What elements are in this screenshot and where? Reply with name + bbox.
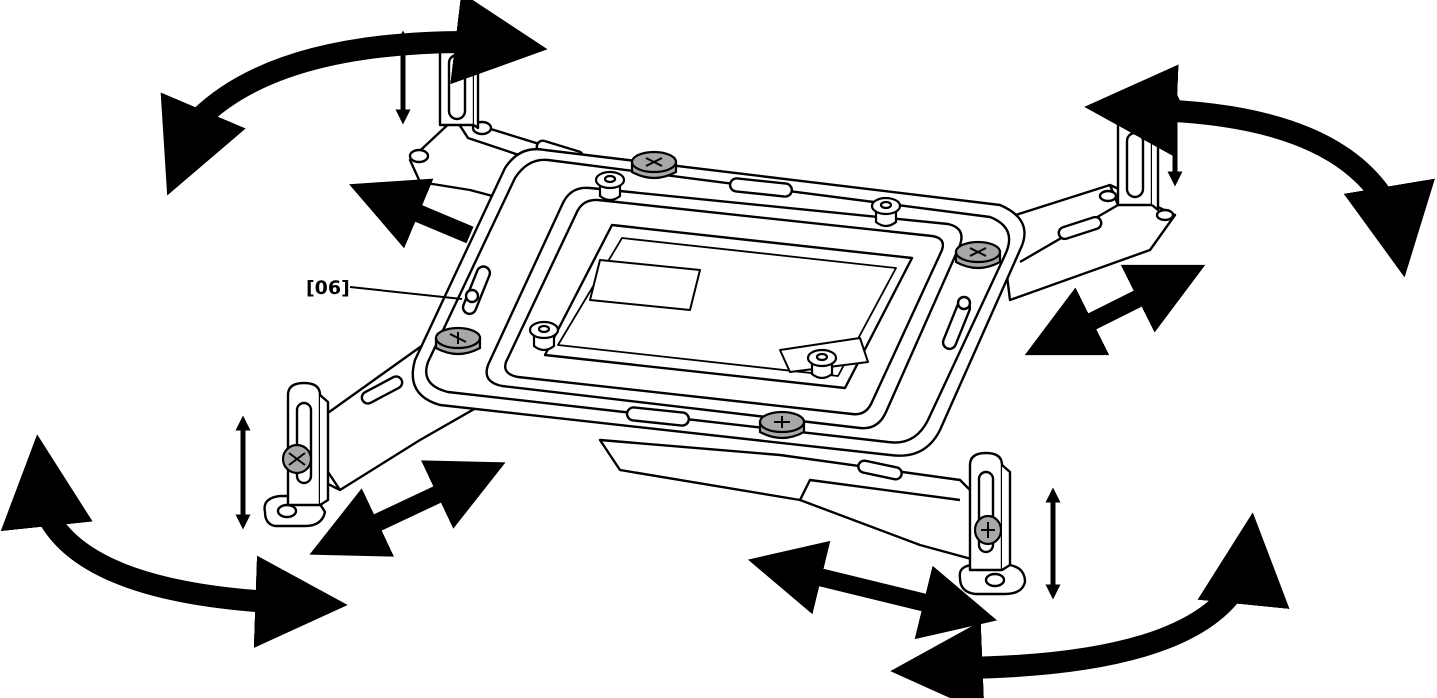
standoffs [528,170,902,380]
standoff-bottom-right [806,348,838,380]
extend-arrow-bottom-left [309,460,506,557]
extend-arrow-top-left [349,178,474,249]
standoff-top-left [594,170,626,202]
screw-bottom [758,410,806,440]
screw-top [630,150,678,180]
screws [281,150,1003,546]
rotate-arrow-bottom-left-tail [253,555,348,648]
screw-left [434,326,482,356]
inner-plate [485,186,963,430]
standoff-bottom-left [528,320,560,352]
plate-hole [956,295,972,311]
callout-06: [06] [306,277,463,300]
plate-slot [728,177,794,198]
screw-arm-right [973,514,1003,546]
screw-right [954,240,1002,270]
rotate-arrow-bottom-left [0,434,271,613]
extend-arrow-bottom-right [747,540,998,640]
callout-label: [06] [306,277,350,299]
screw-arm-left [281,443,313,475]
plate-slot [625,406,691,427]
rotate-arrow-bottom-right [959,512,1290,679]
callout-leader [349,286,463,300]
rotate-arrow-top-left-head [450,0,548,85]
standoff-top-right [870,196,902,228]
rotate-arrow-top-right [1149,99,1435,278]
arm-top-right [998,114,1177,302]
rotate-arrow-top-right-tail [1084,64,1179,157]
rotate-arrow-bottom-right-tail [890,621,985,698]
extend-arrow-right [1024,264,1206,356]
rotate-arrow-top-left [160,30,479,196]
plate-hole [464,288,480,304]
